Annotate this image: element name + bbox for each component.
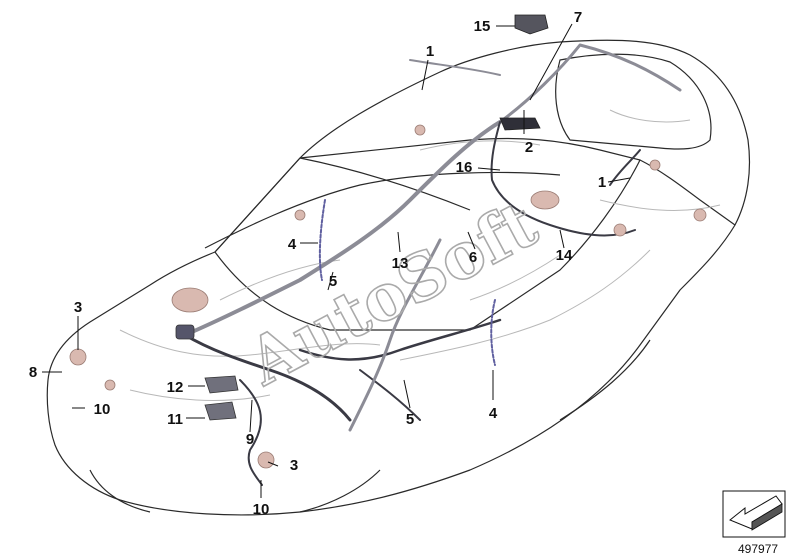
wiring-harness (183, 43, 682, 486)
callout-3: 3 (290, 457, 298, 474)
callout-12: 12 (167, 379, 184, 396)
leader-lines (42, 23, 631, 498)
callout-5: 5 (329, 273, 337, 290)
callout-labels: 1 1 2 3 3 4 4 5 5 6 7 8 9 10 10 11 12 13… (29, 9, 606, 518)
callout-1: 1 (426, 43, 434, 60)
callout-16: 16 (456, 159, 473, 176)
control-units (175, 14, 549, 421)
callout-4: 4 (288, 236, 297, 253)
document-number: 497977 (738, 542, 778, 556)
callout-11: 11 (167, 411, 183, 428)
components (69, 124, 707, 469)
callout-3: 3 (74, 299, 82, 316)
callout-1: 1 (598, 174, 606, 191)
callout-10: 10 (94, 401, 111, 418)
callout-15: 15 (474, 18, 491, 35)
interior-wiring-detail (119, 109, 721, 401)
callout-5: 5 (406, 411, 414, 428)
callout-4: 4 (489, 405, 498, 422)
callout-9: 9 (246, 431, 254, 448)
callout-14: 14 (556, 247, 573, 264)
callout-2: 2 (525, 139, 533, 156)
callout-13: 13 (392, 255, 409, 272)
car-body-outline (46, 39, 751, 516)
callout-7: 7 (574, 9, 582, 26)
callout-10: 10 (253, 501, 270, 518)
callout-8: 8 (29, 364, 37, 381)
callout-6: 6 (469, 249, 477, 266)
return-arrow-icon (722, 490, 786, 538)
